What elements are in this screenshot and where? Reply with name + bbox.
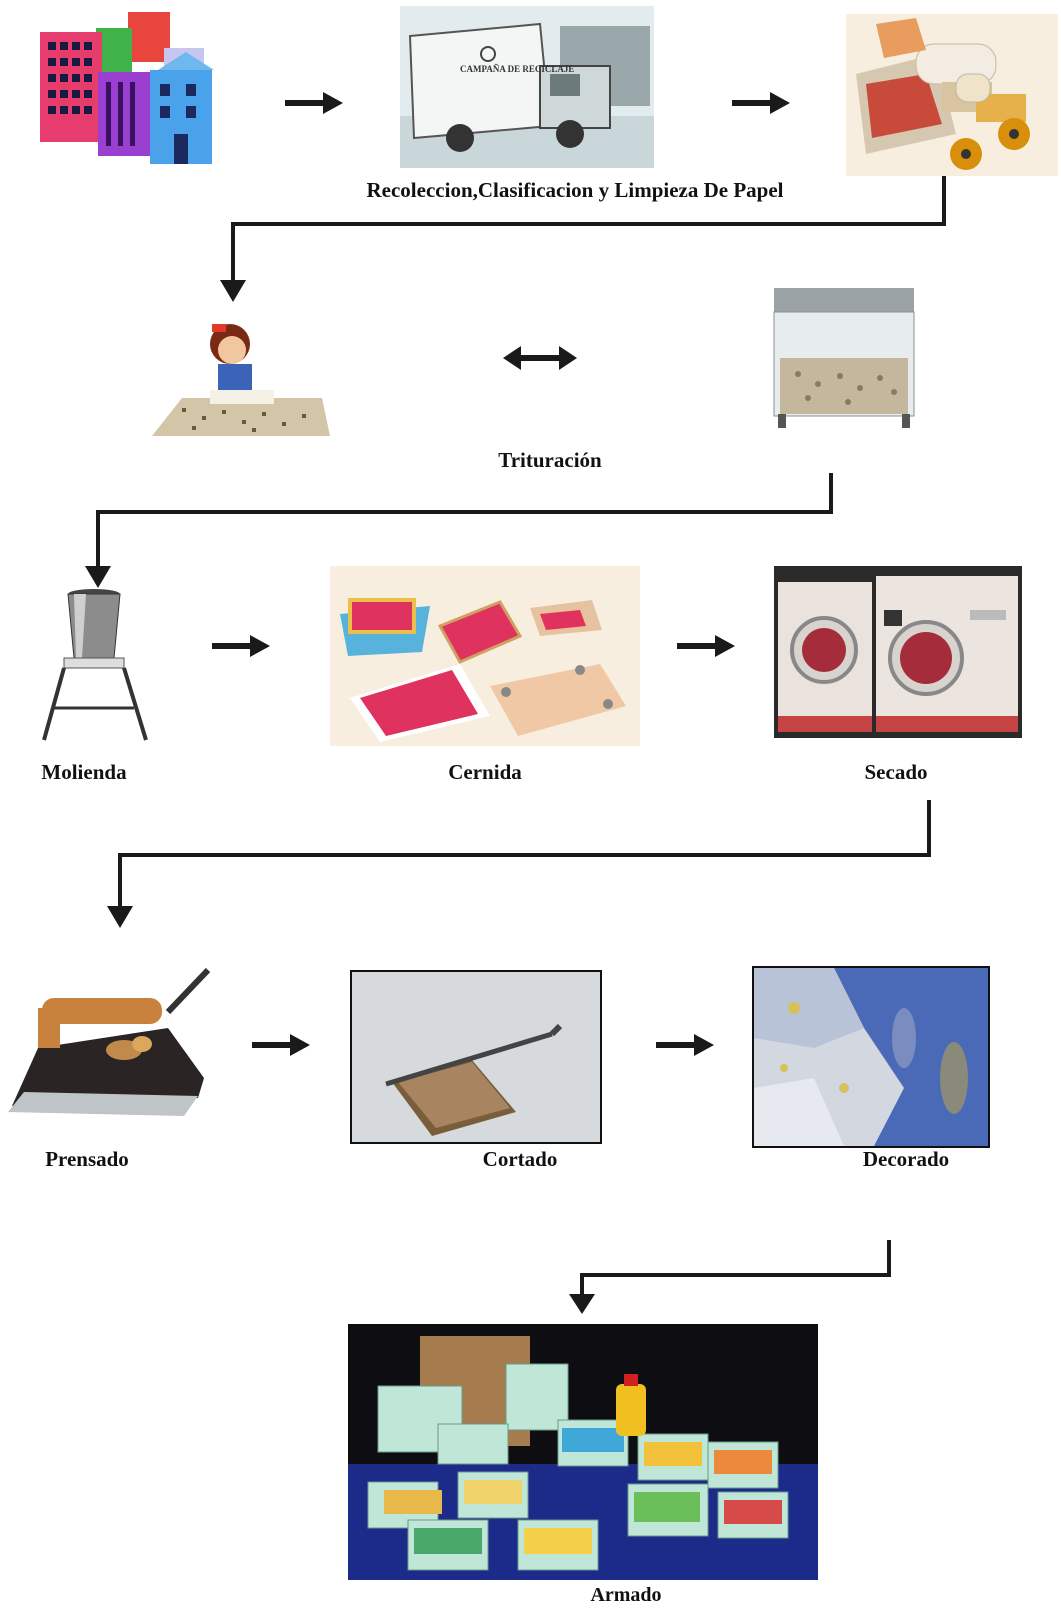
connector-row4-row5 xyxy=(569,1240,891,1314)
decorated-paper-photo xyxy=(752,966,990,1148)
arrow-right-6 xyxy=(656,1034,714,1056)
recycling-truck-photo: CAMPAÑA DE RECICLAJE xyxy=(400,6,654,168)
step-label-recoleccion: Recoleccion,Clasificacion y Limpieza De … xyxy=(366,178,784,202)
double-arrow xyxy=(503,346,577,370)
step-label-molienda: Molienda xyxy=(41,760,127,784)
industrial-dryers-photo xyxy=(774,566,1022,738)
step-label-secado: Secado xyxy=(864,760,928,784)
arrow-right-5 xyxy=(252,1034,310,1056)
clothes-iron-photo xyxy=(8,968,218,1118)
girl-tearing-paper-illustration xyxy=(152,318,330,442)
decorated-boxes-photo xyxy=(348,1324,818,1580)
paper-shredder-photo xyxy=(768,288,920,430)
waste-paper-pile-photo xyxy=(846,14,1058,176)
city-buildings-illustration xyxy=(38,10,216,168)
step-label-cortado: Cortado xyxy=(482,1147,558,1171)
step-label-trituracion: Trituración xyxy=(498,448,602,472)
arrow-right-2 xyxy=(732,92,790,114)
arrow-right-3 xyxy=(212,635,270,657)
step-label-armado: Armado xyxy=(590,1584,662,1606)
paper-guillotine-photo xyxy=(350,970,602,1144)
truck-sign: CAMPAÑA DE RECICLAJE xyxy=(460,64,574,74)
paper-screening-illustration xyxy=(330,566,640,746)
blender-photo xyxy=(34,588,156,744)
step-label-prensado: Prensado xyxy=(45,1147,129,1171)
step-label-decorado: Decorado xyxy=(862,1147,950,1171)
connector-row3-row4 xyxy=(107,800,931,928)
step-label-cernida: Cernida xyxy=(448,760,522,784)
arrow-right-1 xyxy=(285,92,343,114)
arrow-right-4 xyxy=(677,635,735,657)
